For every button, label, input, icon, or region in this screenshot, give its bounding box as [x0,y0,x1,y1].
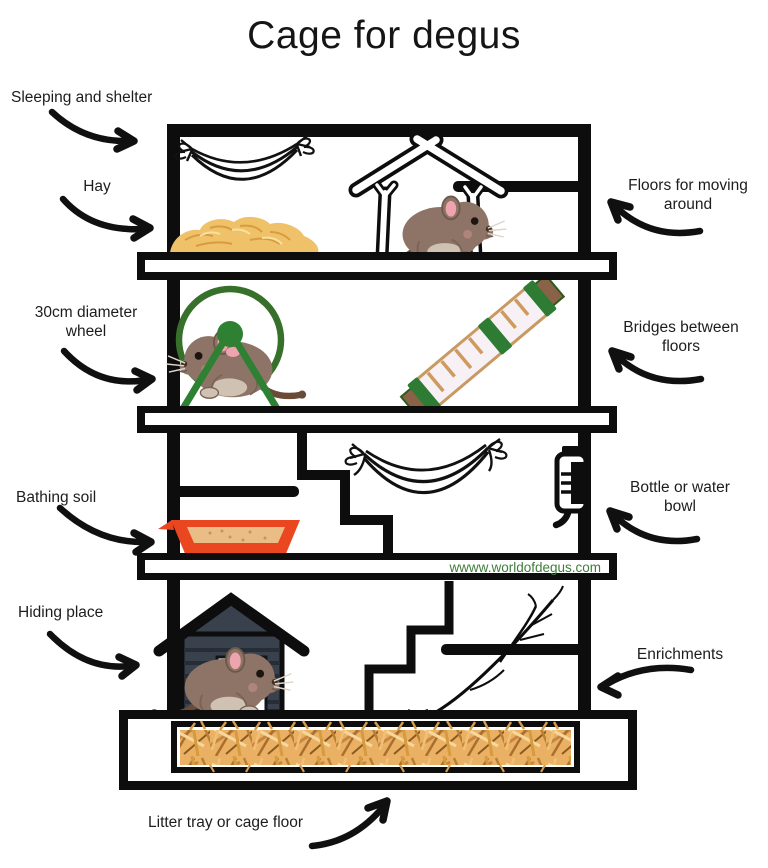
arrow-sleeping-shelter [48,108,138,153]
label-litter-tray: Litter tray or cage floor [148,814,304,831]
exercise-wheel-icon [166,285,306,411]
wooden-bridge-icon [399,273,566,420]
label-bathing-soil: Bathing soil [16,489,97,506]
label-sleeping-shelter: Sleeping and shelter [11,89,153,106]
stairs-icon [364,581,454,714]
label-enrichments: Enrichments [636,646,724,663]
label-hay: Hay [83,178,111,195]
arrow-hay [59,195,154,242]
arrow-hiding-place [46,630,140,680]
watermark: wwww.worldofdegus.com [448,560,601,575]
label-floors: Floors for moving around [628,177,748,214]
label-hiding-place: Hiding place [18,604,104,621]
page-title: Cage for degus [247,14,521,57]
stepped-wall-icon [297,428,393,558]
hammock-icon [344,438,508,495]
sand-bath-tray-icon [158,520,300,556]
arrow-floors [607,198,704,237]
label-bridges: Bridges between floors [623,319,739,356]
arrow-enrichments [597,664,695,699]
arrow-bathing-soil [56,504,155,556]
arrow-litter-tray [308,797,391,850]
floor3-shelf [173,486,299,497]
arrow-bottle [606,507,701,545]
floor-boards [137,252,617,580]
branches-icon [407,585,568,715]
arrow-wheel [60,347,156,394]
hay-pile-icon [170,216,319,253]
label-wheel: 30cm diameter wheel [34,304,138,341]
hammock-icon [174,134,315,181]
floor4-shelf [441,644,591,655]
label-bottle: Bottle or water bowl [630,479,730,516]
water-bottle-icon [552,446,590,529]
arrow-bridges [608,347,705,385]
litter-tray [119,710,637,790]
straw-litter-icon [180,730,571,765]
